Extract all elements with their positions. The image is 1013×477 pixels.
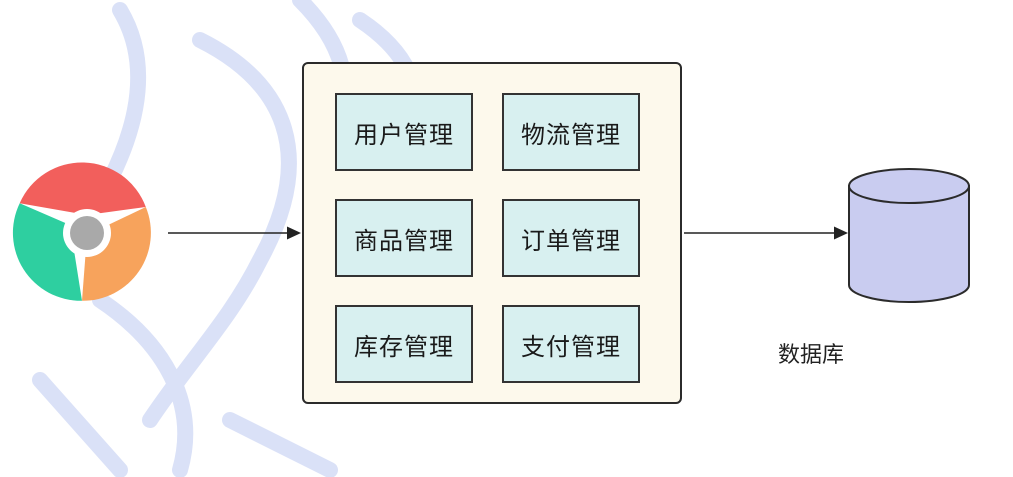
chrome-browser-icon [12, 162, 151, 301]
module-product-management: 商品管理 [335, 199, 473, 277]
module-order-management: 订单管理 [502, 199, 640, 277]
module-payment-management: 支付管理 [502, 305, 640, 383]
watermark [32, 0, 425, 477]
module-label: 支付管理 [521, 332, 621, 361]
module-label: 库存管理 [354, 332, 454, 361]
module-label: 用户管理 [354, 120, 454, 149]
module-user-management: 用户管理 [335, 93, 473, 171]
module-label: 订单管理 [521, 226, 621, 255]
module-logistics-management: 物流管理 [502, 93, 640, 171]
database-cylinder-icon [848, 168, 970, 303]
arrow-client-to-monolith [168, 226, 301, 240]
module-label: 物流管理 [521, 120, 621, 149]
module-label: 商品管理 [354, 226, 454, 255]
monolith-application-box: 用户管理 物流管理 商品管理 订单管理 库存管理 支付管理 [302, 62, 682, 404]
database-label: 数据库 [778, 343, 845, 368]
module-inventory-management: 库存管理 [335, 305, 473, 383]
arrow-monolith-to-database [684, 226, 848, 240]
